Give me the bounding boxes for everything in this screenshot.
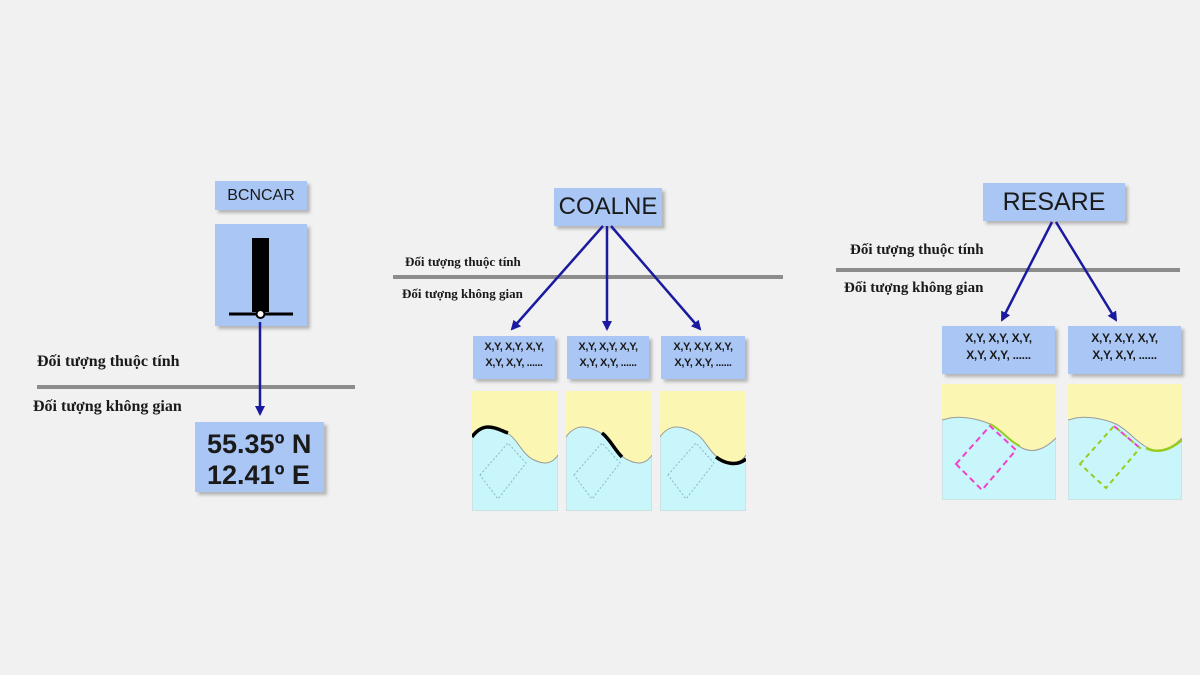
divider-middle	[393, 275, 783, 279]
coastline-map-icon	[472, 391, 558, 511]
coordinate-list-line: X,Y, X,Y, ......	[966, 348, 1031, 362]
coastline-map-icon	[566, 391, 652, 511]
coordinate-list-box: X,Y, X,Y, X,Y, X,Y, X,Y, ......	[473, 336, 555, 379]
coordinate-list-line: X,Y, X,Y, ......	[485, 357, 543, 369]
attribute-object-label-middle: Đối tượng thuộc tính	[405, 254, 521, 269]
divider-left	[37, 385, 355, 389]
latitude-value: 55.35º N	[207, 429, 312, 459]
beacon-symbol-box	[215, 224, 307, 326]
attribute-object-label-right: Đối tượng thuộc tính	[850, 242, 984, 258]
object-code-text: BCNCAR	[227, 187, 295, 204]
coordinate-list-box: X,Y, X,Y, X,Y, X,Y, X,Y, ......	[661, 336, 745, 379]
beacon-symbol-icon	[229, 238, 293, 319]
coordinate-list-line: X,Y, X,Y, X,Y,	[484, 341, 544, 353]
coordinate-list-box: X,Y, X,Y, X,Y, X,Y, X,Y, ......	[942, 326, 1055, 374]
coordinate-list-box: X,Y, X,Y, X,Y, X,Y, X,Y, ......	[1068, 326, 1181, 374]
coordinate-list-line: X,Y, X,Y, X,Y,	[1091, 331, 1158, 345]
spatial-object-label-left: Đối tượng không gian	[33, 398, 182, 415]
coordinate-list-line: X,Y, X,Y, ......	[1092, 348, 1157, 362]
coordinate-box: 55.35º N 12.41º E	[195, 422, 324, 492]
object-code-bcncar: BCNCAR	[215, 181, 307, 210]
coordinate-list-line: X,Y, X,Y, X,Y,	[578, 341, 638, 353]
coordinate-list-line: X,Y, X,Y, X,Y,	[965, 331, 1032, 345]
arrows-resare-to-lists	[1000, 221, 1118, 322]
spatial-object-label-right: Đối tượng không gian	[844, 280, 984, 296]
coordinate-list-line: X,Y, X,Y, ......	[579, 357, 637, 369]
restricted-area-map-icon	[942, 384, 1056, 500]
object-code-resare: RESARE	[983, 183, 1125, 221]
attribute-object-label-left: Đối tượng thuộc tính	[37, 353, 180, 370]
coordinate-list-line: X,Y, X,Y, ......	[674, 357, 732, 369]
object-code-text: RESARE	[1002, 188, 1106, 216]
arrows-coalne-to-lists	[510, 225, 702, 331]
restricted-area-map-icon	[1068, 384, 1182, 500]
coordinate-list-line: X,Y, X,Y, X,Y,	[673, 341, 733, 353]
object-code-text: COALNE	[558, 193, 658, 220]
longitude-value: 12.41º E	[207, 460, 310, 490]
divider-right	[836, 268, 1180, 272]
coordinate-list-box: X,Y, X,Y, X,Y, X,Y, X,Y, ......	[567, 336, 649, 379]
spatial-object-label-middle: Đối tượng không gian	[402, 286, 523, 301]
object-code-coalne: COALNE	[554, 188, 662, 226]
coastline-map-icon	[660, 391, 746, 511]
